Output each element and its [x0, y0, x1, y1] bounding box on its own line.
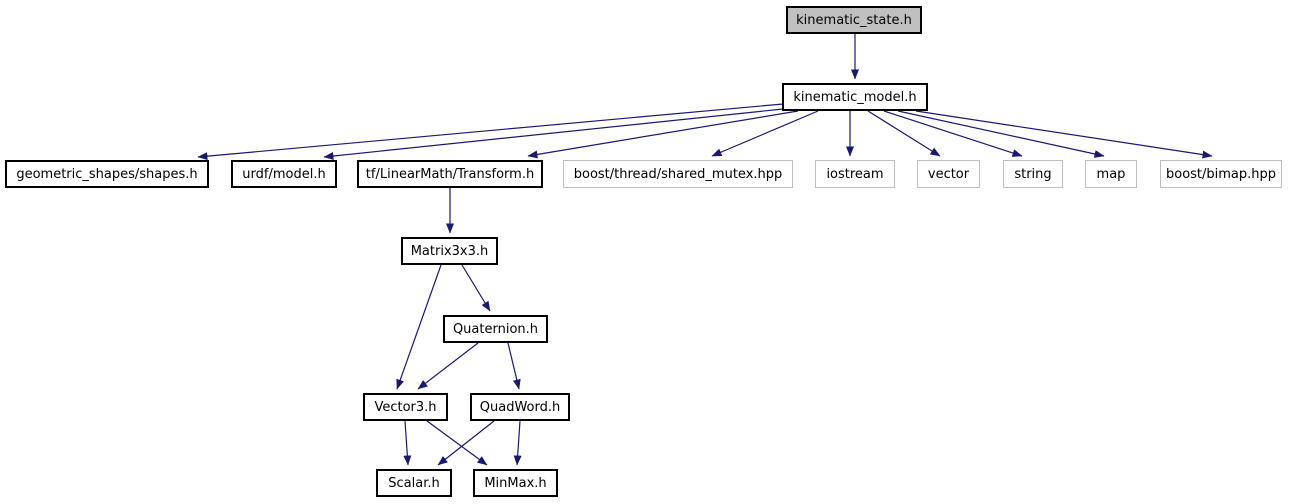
- edge-quadword-h-to-scalar-h: [437, 420, 495, 466]
- graph-node-boost-thread-shared-mutex-hpp: boost/thread/shared_mutex.hpp: [563, 160, 793, 188]
- graph-node-string: string: [1003, 160, 1063, 188]
- graph-node-urdf-model-h[interactable]: urdf/model.h: [231, 160, 337, 188]
- graph-node-matrix3x3-h[interactable]: Matrix3x3.h: [401, 237, 498, 265]
- edge-kinematic-model-h-to-vector: [867, 110, 941, 157]
- edge-quaternion-h-to-quadword-h: [507, 342, 521, 390]
- edge-kinematic-model-h-to-map: [897, 110, 1105, 158]
- graph-node-scalar-h[interactable]: Scalar.h: [376, 469, 452, 497]
- edge-vector3-h-to-scalar-h: [403, 420, 412, 466]
- edge-matrix3x3-h-to-vector3-h: [396, 264, 442, 390]
- edge-quadword-h-to-minmax-h: [513, 420, 522, 466]
- edge-vector3-h-to-minmax-h: [426, 420, 488, 466]
- graph-node-boost-bimap-hpp: boost/bimap.hpp: [1160, 160, 1282, 188]
- graph-node-geometric-shapes-shapes-h[interactable]: geometric_shapes/shapes.h: [5, 160, 209, 188]
- edge-matrix3x3-h-to-quaternion-h: [461, 264, 491, 312]
- edge-kinematic-model-h-to-boost-thread-shared-mutex-hpp: [711, 110, 819, 157]
- edge-quaternion-h-to-vector3-h: [417, 342, 479, 390]
- graph-node-quaternion-h[interactable]: Quaternion.h: [443, 315, 548, 343]
- edge-kinematic-model-h-to-tf-linearmath-transform-h: [527, 110, 799, 159]
- edge-kinematic-model-h-to-string: [883, 110, 1023, 157]
- graph-node-quadword-h[interactable]: QuadWord.h: [470, 393, 570, 421]
- graph-node-tf-linearmath-transform-h[interactable]: tf/LinearMath/Transform.h: [357, 160, 543, 188]
- graph-node-vector: vector: [917, 160, 980, 188]
- edge-kinematic-model-h-to-urdf-model-h: [323, 108, 784, 160]
- edge-kinematic-model-h-to-boost-bimap-hpp: [915, 110, 1213, 159]
- graph-node-vector3-h[interactable]: Vector3.h: [363, 393, 448, 421]
- graph-node-kinematic-state-h: kinematic_state.h: [786, 6, 922, 34]
- graph-node-map: map: [1085, 160, 1137, 188]
- graph-node-iostream: iostream: [815, 160, 895, 188]
- edge-kinematic-model-h-to-geometric-shapes-shapes-h: [197, 103, 784, 161]
- graph-node-minmax-h[interactable]: MinMax.h: [473, 469, 558, 497]
- graph-node-kinematic-model-h[interactable]: kinematic_model.h: [782, 83, 928, 111]
